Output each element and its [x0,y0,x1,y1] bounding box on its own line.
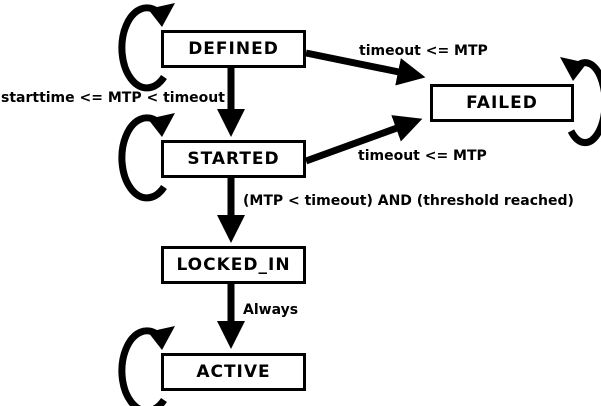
state-active: ACTIVE [161,353,306,391]
label-started-to-failed: timeout <= MTP [358,148,487,164]
arrowhead-failed-self [560,57,587,81]
label-defined-to-started: starttime <= MTP < timeout [1,90,225,106]
transition-started-self [118,113,175,202]
arrowhead-started-self [148,113,175,137]
state-started: STARTED [161,140,306,178]
label-locked-in-to-active: Always [243,302,299,318]
state-active-label: ACTIVE [196,362,271,382]
label-started-to-locked-in: (MTP < timeout) AND (threshold reached) [243,193,574,209]
state-failed: FAILED [430,84,574,122]
state-defined: DEFINED [161,30,306,68]
state-locked-in: LOCKED_IN [161,246,306,284]
transition-failed-self [560,57,601,147]
arrowhead-active-self [148,326,175,350]
transition-active-self [118,326,175,406]
state-locked-in-label: LOCKED_IN [176,255,291,275]
transition-started-to-failed [304,115,423,165]
state-defined-label: DEFINED [188,39,279,59]
arrowhead-defined-self [148,3,175,27]
transition-defined-self [118,3,175,92]
state-failed-label: FAILED [466,93,538,113]
label-defined-to-failed: timeout <= MTP [359,43,488,59]
state-started-label: STARTED [187,149,280,169]
transition-defined-to-failed [305,49,426,86]
